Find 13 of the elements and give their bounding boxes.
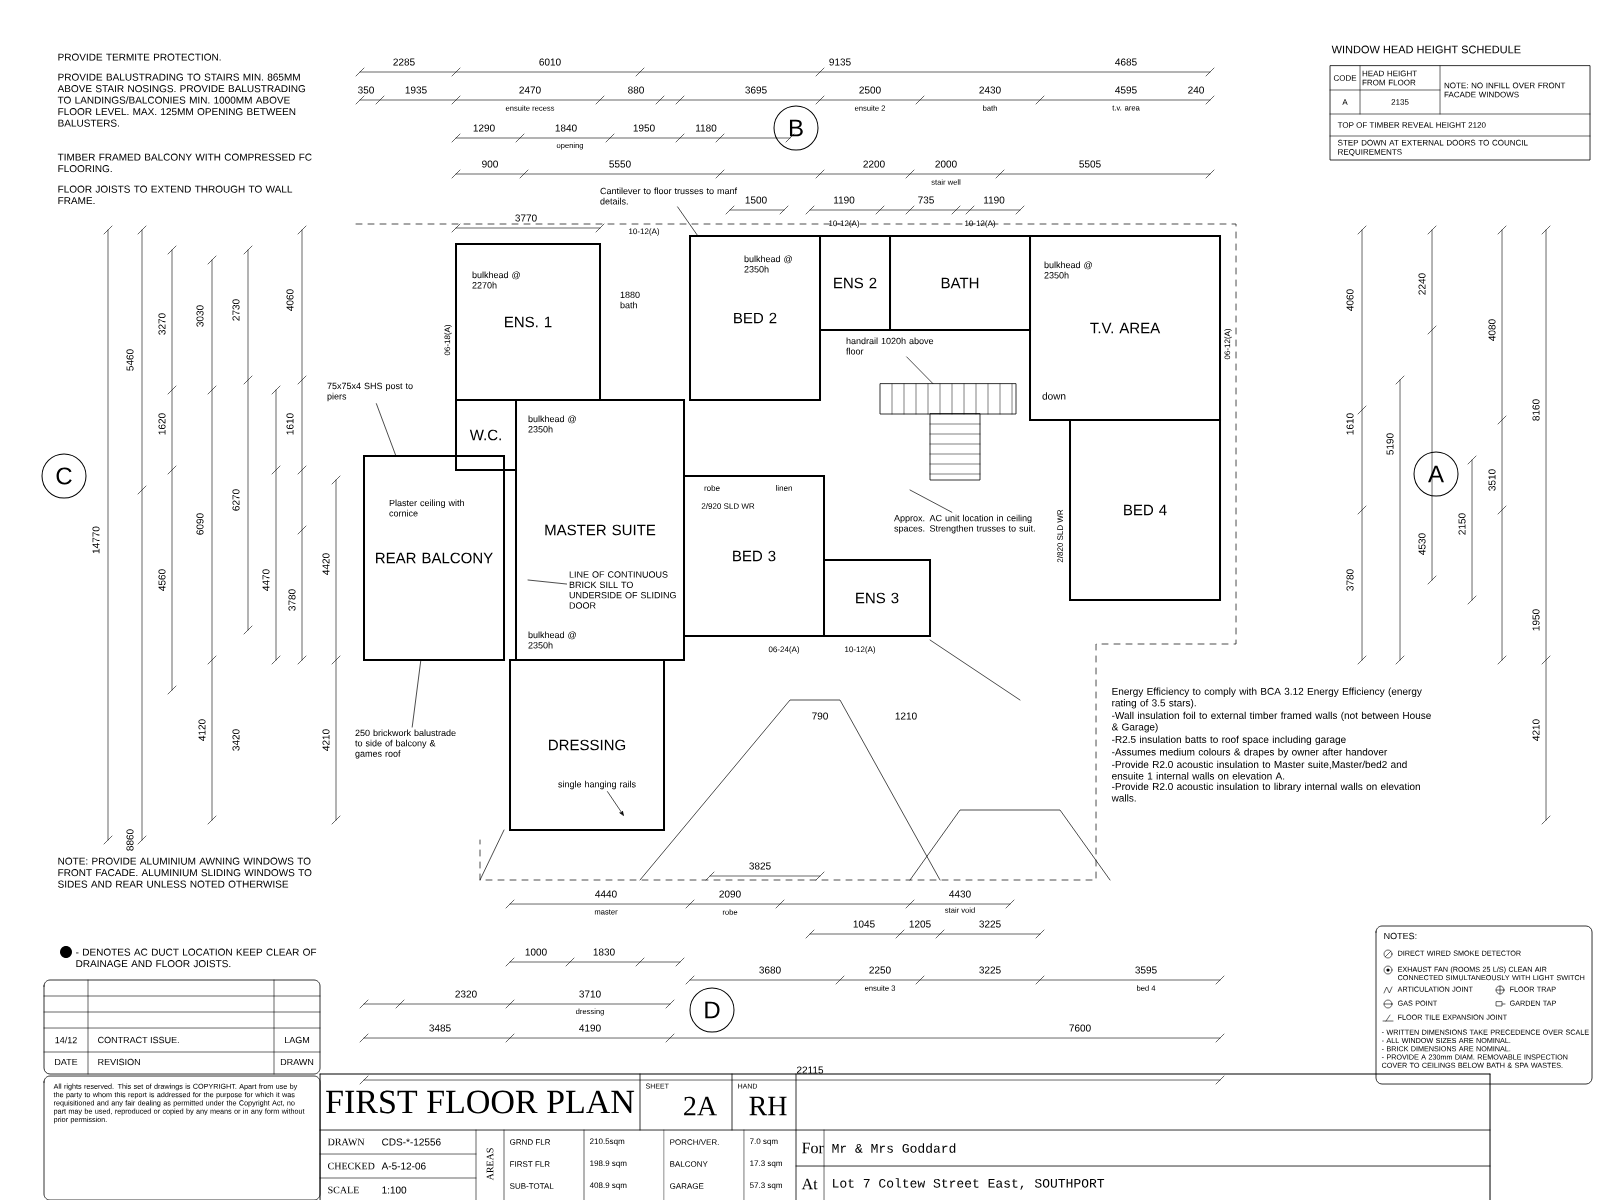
table-cell: For	[802, 1142, 824, 1154]
leader-line	[376, 403, 396, 456]
leader-line	[411, 660, 422, 728]
table-cell: 2A	[684, 1096, 717, 1116]
stair-drawing	[879, 383, 1017, 481]
leader-line	[909, 489, 953, 513]
drawing-title: FIRST FLOOR PLAN	[326, 1090, 635, 1114]
table-cell: At	[801, 1178, 818, 1190]
leader-line	[906, 356, 934, 384]
leader-line	[607, 791, 624, 816]
leader-line	[677, 206, 698, 236]
table-cell: RH	[749, 1096, 787, 1116]
leader-line	[527, 579, 567, 585]
